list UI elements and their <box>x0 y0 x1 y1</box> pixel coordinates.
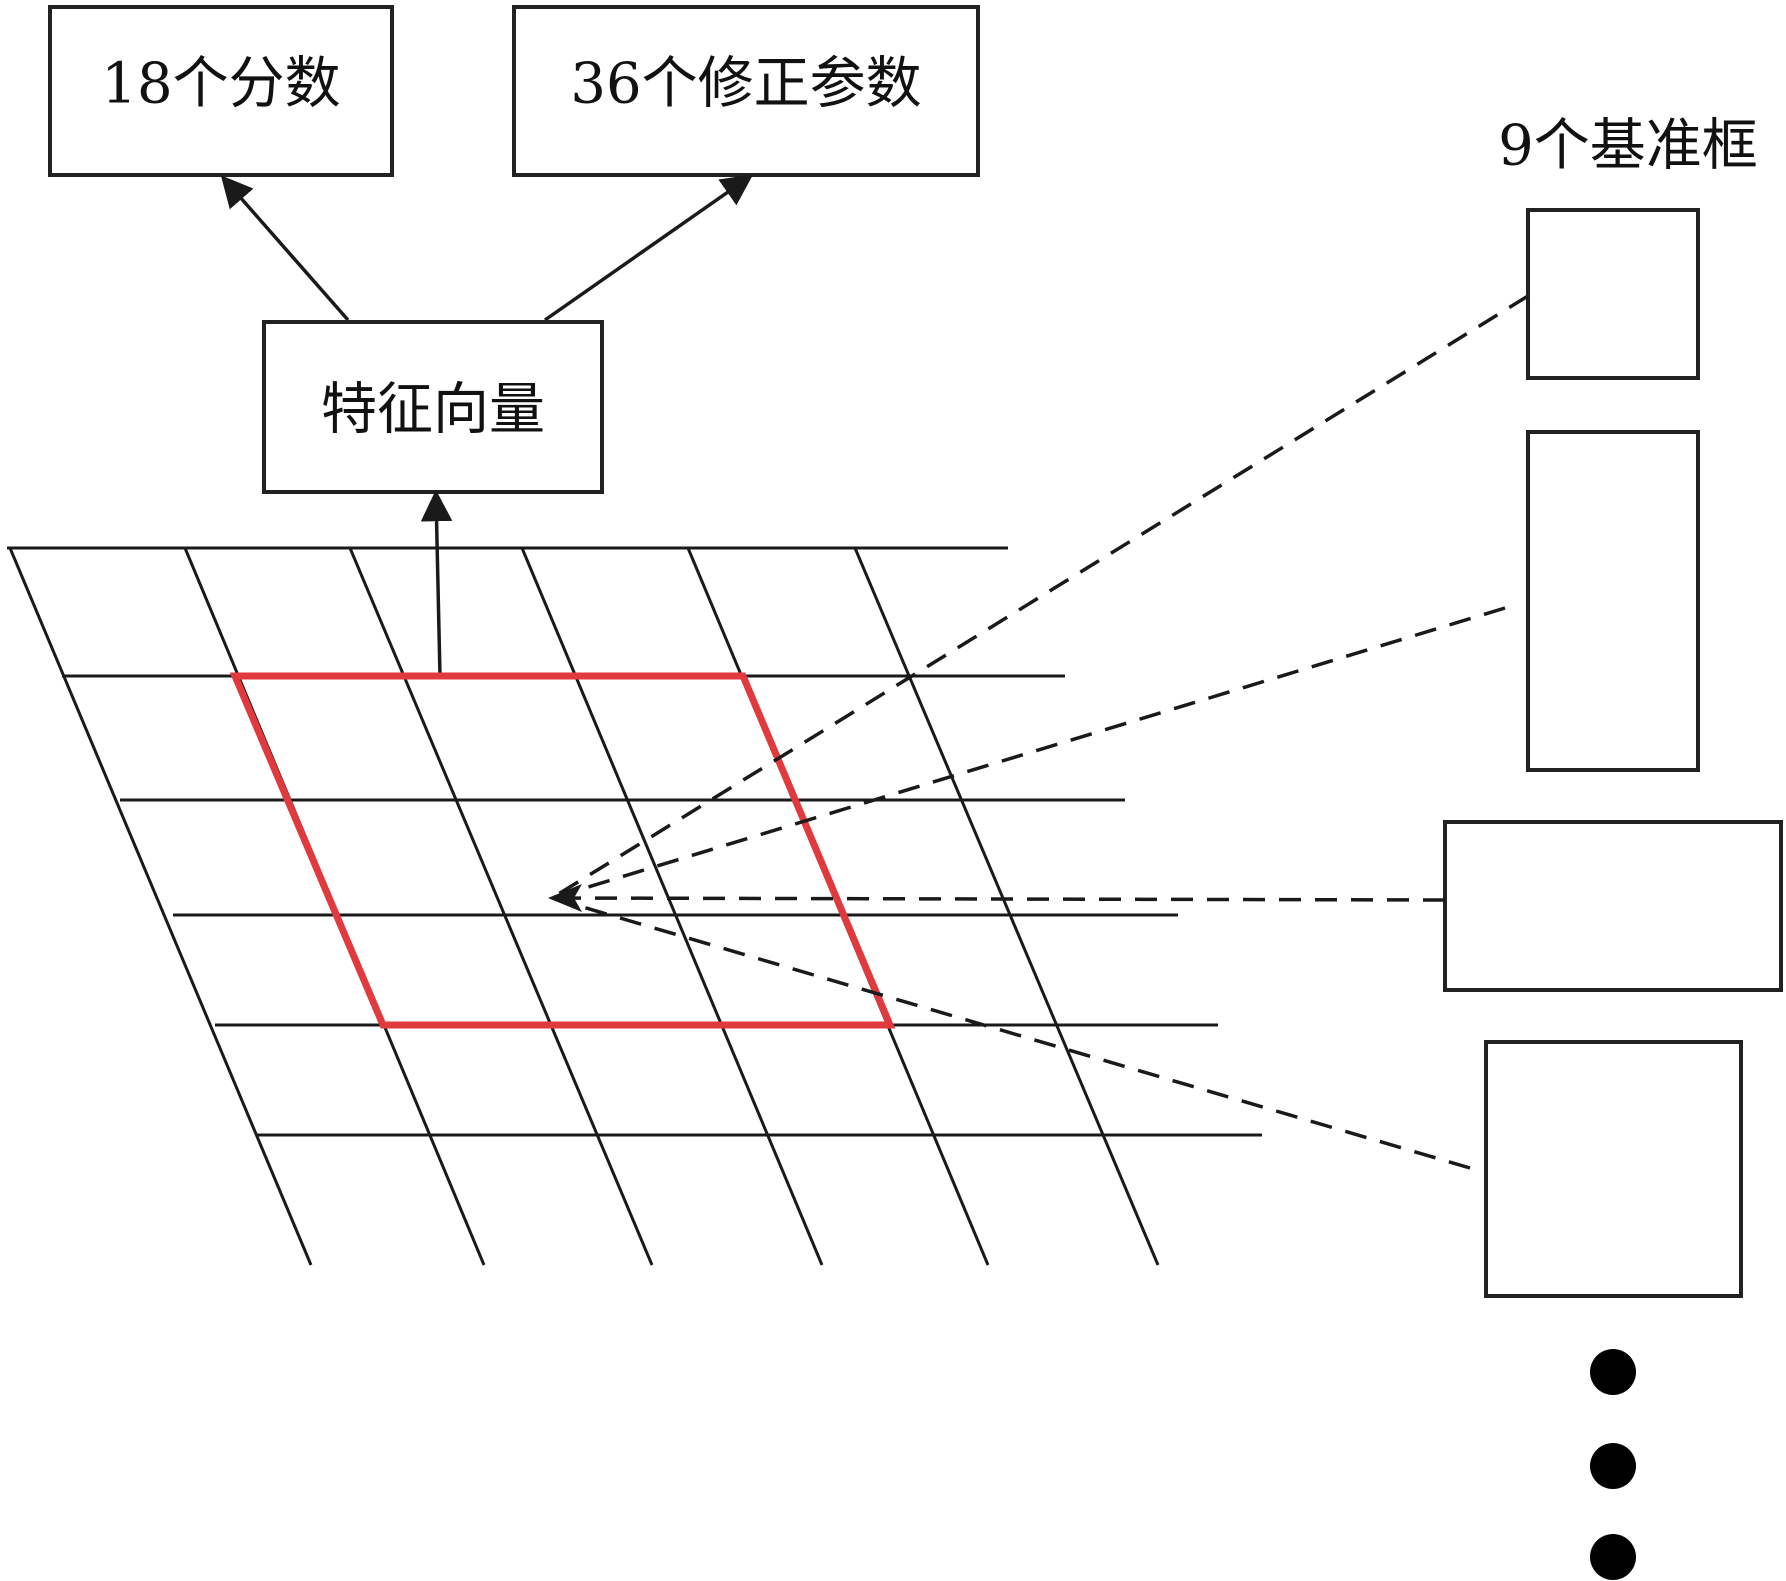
ellipsis-dot <box>1590 1534 1636 1580</box>
feature-vector-label: 特征向量 <box>321 378 545 443</box>
projection-line <box>551 896 1446 902</box>
arrow-to-feature <box>420 489 453 677</box>
anchor-box-large <box>1484 1040 1743 1298</box>
arrow-to-regression <box>543 174 754 322</box>
feature-map-grid <box>7 546 1262 1266</box>
regression-box: 36个修正参数 <box>512 5 980 177</box>
ellipsis-dot <box>1590 1349 1636 1395</box>
feature-vector-box: 特征向量 <box>262 320 604 494</box>
grid-s-line <box>8 547 313 1266</box>
anchor-box-small <box>1526 208 1700 380</box>
anchor-projection-lines <box>551 294 1529 1170</box>
scores-box: 18个分数 <box>48 5 394 177</box>
grid-s-line <box>520 547 824 1266</box>
grid-s-line <box>348 547 654 1266</box>
anchor-box-tall <box>1526 430 1700 772</box>
sliding-window-highlight <box>229 672 896 1029</box>
ellipsis-dot <box>1590 1443 1636 1489</box>
convergence-arrowhead <box>548 884 582 912</box>
projection-line <box>551 294 1529 900</box>
scores-label: 18个分数 <box>101 52 340 117</box>
continuation-dots <box>1590 1349 1636 1580</box>
anchors-label: 9个基准框 <box>1498 114 1758 179</box>
regression-label: 36个修正参数 <box>570 52 921 117</box>
grid-s-line <box>853 547 1160 1266</box>
arrow-to-scores <box>220 175 350 322</box>
anchor-box-wide <box>1443 820 1783 992</box>
projection-line <box>551 606 1506 900</box>
projection-line <box>551 896 1471 1170</box>
